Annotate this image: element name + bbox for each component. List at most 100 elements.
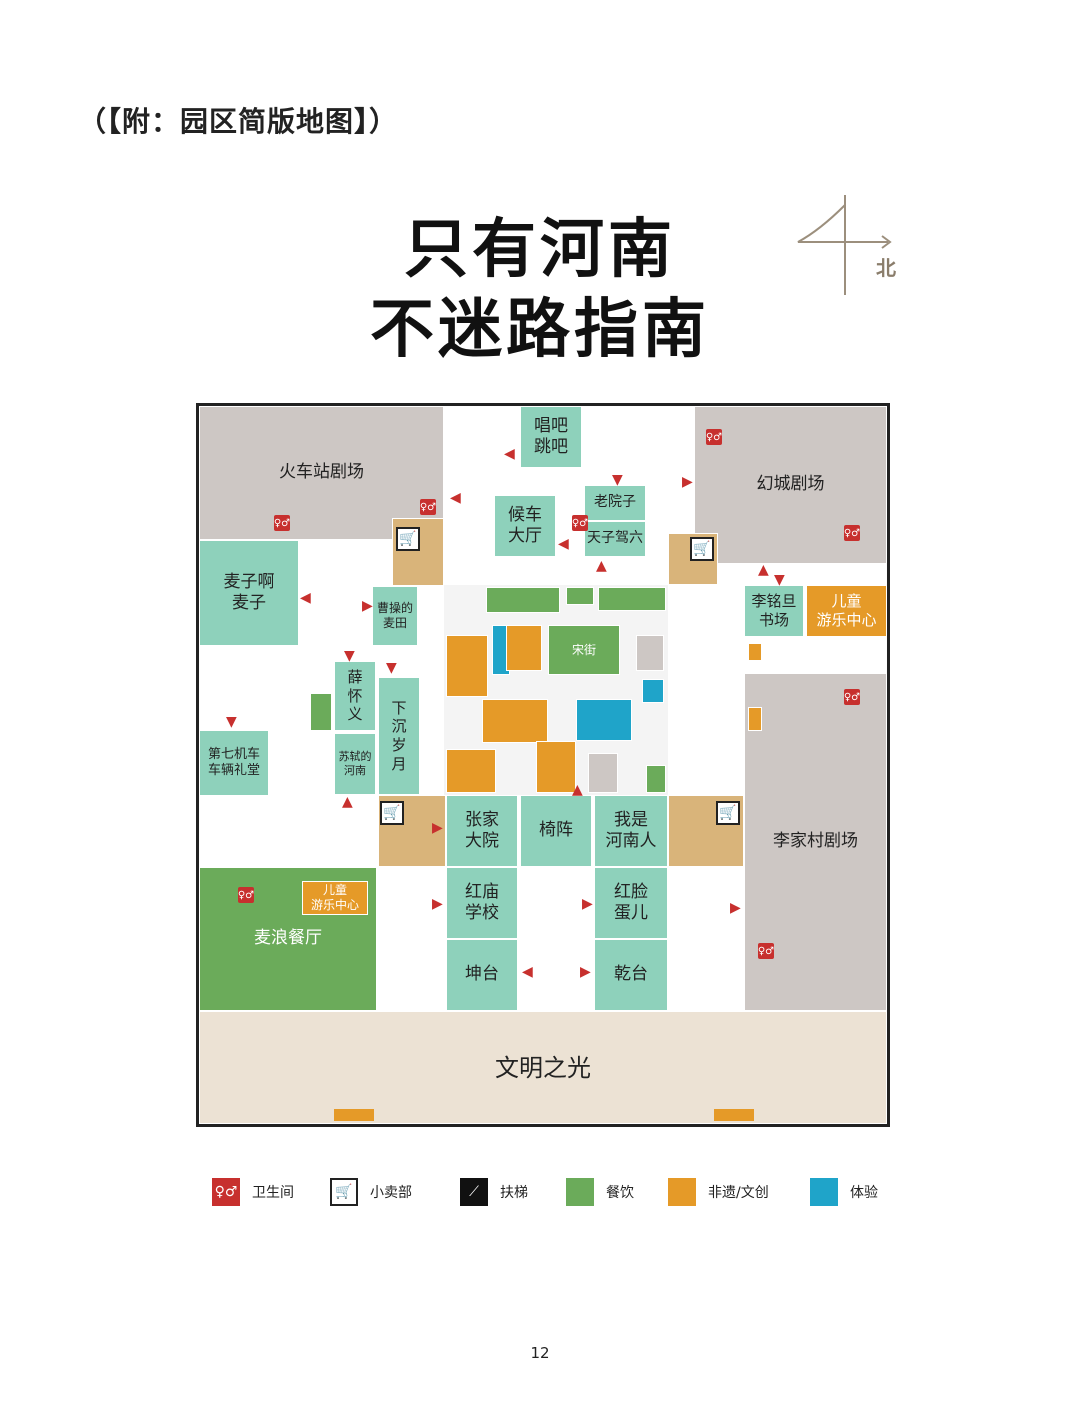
heritage-stall[interactable] (446, 635, 488, 697)
area-xue[interactable]: 薛 怀 义 (334, 661, 376, 731)
legend-label: 餐饮 (606, 1185, 634, 1201)
area-civilization[interactable]: 文明之光 (199, 1011, 887, 1124)
arrow-icon: ▲ (342, 794, 353, 810)
area-train-theater[interactable]: 火车站剧场 (199, 406, 444, 540)
area-sing[interactable]: 唱吧 跳吧 (520, 406, 582, 468)
arrow-icon: ▶ (432, 820, 443, 836)
area-ice[interactable] (310, 693, 332, 731)
area-label: 麦浪餐厅 (254, 928, 322, 949)
heritage-stall[interactable] (748, 643, 762, 661)
legend-item-shop: 🛒 小卖部 (330, 1178, 412, 1206)
area-su-shi[interactable]: 苏轼的 河南 (334, 733, 376, 795)
shop-icon: 🛒 (330, 1178, 358, 1206)
area-label: 下 沉 岁 月 (391, 698, 407, 773)
legend-label: 小卖部 (370, 1185, 412, 1201)
area-label: 宋街 (571, 642, 596, 657)
arrow-icon: ▶ (682, 474, 693, 490)
food-stall[interactable] (646, 765, 666, 793)
legend-item-experience: 体验 (810, 1178, 878, 1206)
arrow-icon: ▶ (362, 598, 373, 614)
arrow-icon: ▼ (344, 648, 355, 664)
heritage-stall[interactable] (506, 625, 542, 671)
legend-label: 卫生间 (252, 1185, 294, 1201)
heritage-stall[interactable] (482, 699, 548, 743)
toilet-icon: ♀♂ (274, 515, 290, 531)
area-red-face[interactable]: 红脸 蛋儿 (594, 867, 668, 939)
experience-swatch (810, 1178, 838, 1206)
area-kun[interactable]: 坤台 (446, 939, 518, 1011)
legend-label: 体验 (850, 1185, 878, 1201)
experience-stall[interactable] (576, 699, 632, 741)
arrow-icon: ▶ (730, 900, 741, 916)
area-li-theater[interactable]: 李家村剧场 (744, 673, 887, 1011)
toilet-icon: ♀♂ (758, 943, 774, 959)
shop-icon: 🛒 (716, 801, 740, 825)
area-label: 儿童 游乐中心 (310, 883, 359, 912)
toilet-icon: ♀♂ (844, 525, 860, 541)
area-label: 唱吧 跳吧 (534, 415, 568, 457)
food-stall[interactable] (486, 587, 560, 613)
area-six-horses[interactable]: 天子驾六 (584, 521, 646, 557)
food-stall[interactable] (566, 587, 594, 605)
area-cao-field[interactable]: 曹操的 麦田 (372, 586, 418, 646)
area-label: 我是 河南人 (605, 809, 657, 851)
area-red-school[interactable]: 红庙 学校 (446, 867, 518, 939)
area-label: 候车 大厅 (508, 504, 542, 546)
experience-stall[interactable] (642, 679, 664, 703)
toilet-icon: ♀♂ (238, 887, 254, 903)
area-label: 红脸 蛋儿 (614, 881, 648, 923)
heritage-stall[interactable] (446, 749, 496, 793)
arrow-icon: ▶ (580, 964, 591, 980)
area-song-street[interactable]: 宋街 (548, 625, 620, 675)
service-stall[interactable] (588, 753, 618, 793)
area-kids-2[interactable]: 儿童 游乐中心 (302, 881, 368, 915)
area-qian[interactable]: 乾台 (594, 939, 668, 1011)
heritage-stall[interactable] (536, 741, 576, 793)
area-waiting-hall[interactable]: 候车 大厅 (494, 495, 556, 557)
toilet-icon: ♀♂ (420, 499, 436, 515)
area-henanren[interactable]: 我是 河南人 (594, 795, 668, 867)
area-old-yard[interactable]: 老院子 (584, 485, 646, 521)
park-map: 火车站剧场 唱吧 跳吧 幻城剧场 候车 大厅 老院子 天子驾六 麦子啊 麦子 曹… (196, 403, 890, 1127)
escalator-icon: ⟋ (460, 1178, 488, 1206)
area-label: 乾台 (614, 964, 648, 985)
area-label: 李铭旦 书场 (751, 592, 797, 629)
toilet-icon: ♀♂ (706, 429, 722, 445)
area-sunken[interactable]: 下 沉 岁 月 (378, 677, 420, 795)
exit-sign (334, 1109, 374, 1121)
area-label: 坤台 (465, 964, 499, 985)
area-chair[interactable]: 椅阵 (520, 795, 592, 867)
shop-icon: 🛒 (690, 537, 714, 561)
arrow-icon: ▼ (226, 714, 237, 730)
page-heading: （【附：园区简版地图】） (78, 105, 399, 138)
map-title-line1: 只有河南 (404, 213, 676, 287)
arrow-icon: ◀ (450, 490, 461, 506)
north-label: 北 (876, 256, 896, 280)
area-label: 曹操的 麦田 (376, 601, 413, 630)
area-seventh[interactable]: 第七机车 车辆礼堂 (199, 730, 269, 796)
area-zhang[interactable]: 张家 大院 (446, 795, 518, 867)
area-label: 红庙 学校 (465, 881, 499, 923)
area-label: 幻城剧场 (756, 474, 825, 495)
shop-icon: 🛒 (380, 801, 404, 825)
area-li-bookstore[interactable]: 李铭旦 书场 (744, 585, 804, 637)
exit-sign (714, 1109, 754, 1121)
toilet-icon: ♀♂ (572, 515, 588, 531)
map-title-line2: 不迷路指南 (370, 293, 710, 367)
arrow-icon: ◀ (300, 590, 311, 606)
heritage-stall[interactable] (748, 707, 762, 731)
area-wheat[interactable]: 麦子啊 麦子 (199, 540, 299, 646)
arrow-icon: ▲ (596, 558, 607, 574)
food-stall[interactable] (598, 587, 666, 611)
area-label: 张家 大院 (465, 809, 499, 851)
north-compass-icon: 北 (790, 190, 910, 300)
area-label: 薛 怀 义 (347, 667, 363, 724)
area-label: 苏轼的 河南 (338, 750, 372, 777)
area-kids-1[interactable]: 儿童 游乐中心 (806, 585, 887, 637)
heritage-swatch (668, 1178, 696, 1206)
area-label: 李家村剧场 (773, 831, 858, 852)
arrow-icon: ▼ (774, 572, 785, 588)
legend-item-toilet: ♀♂ 卫生间 (212, 1178, 294, 1206)
arrow-icon: ▶ (582, 896, 593, 912)
service-stall[interactable] (636, 635, 664, 671)
